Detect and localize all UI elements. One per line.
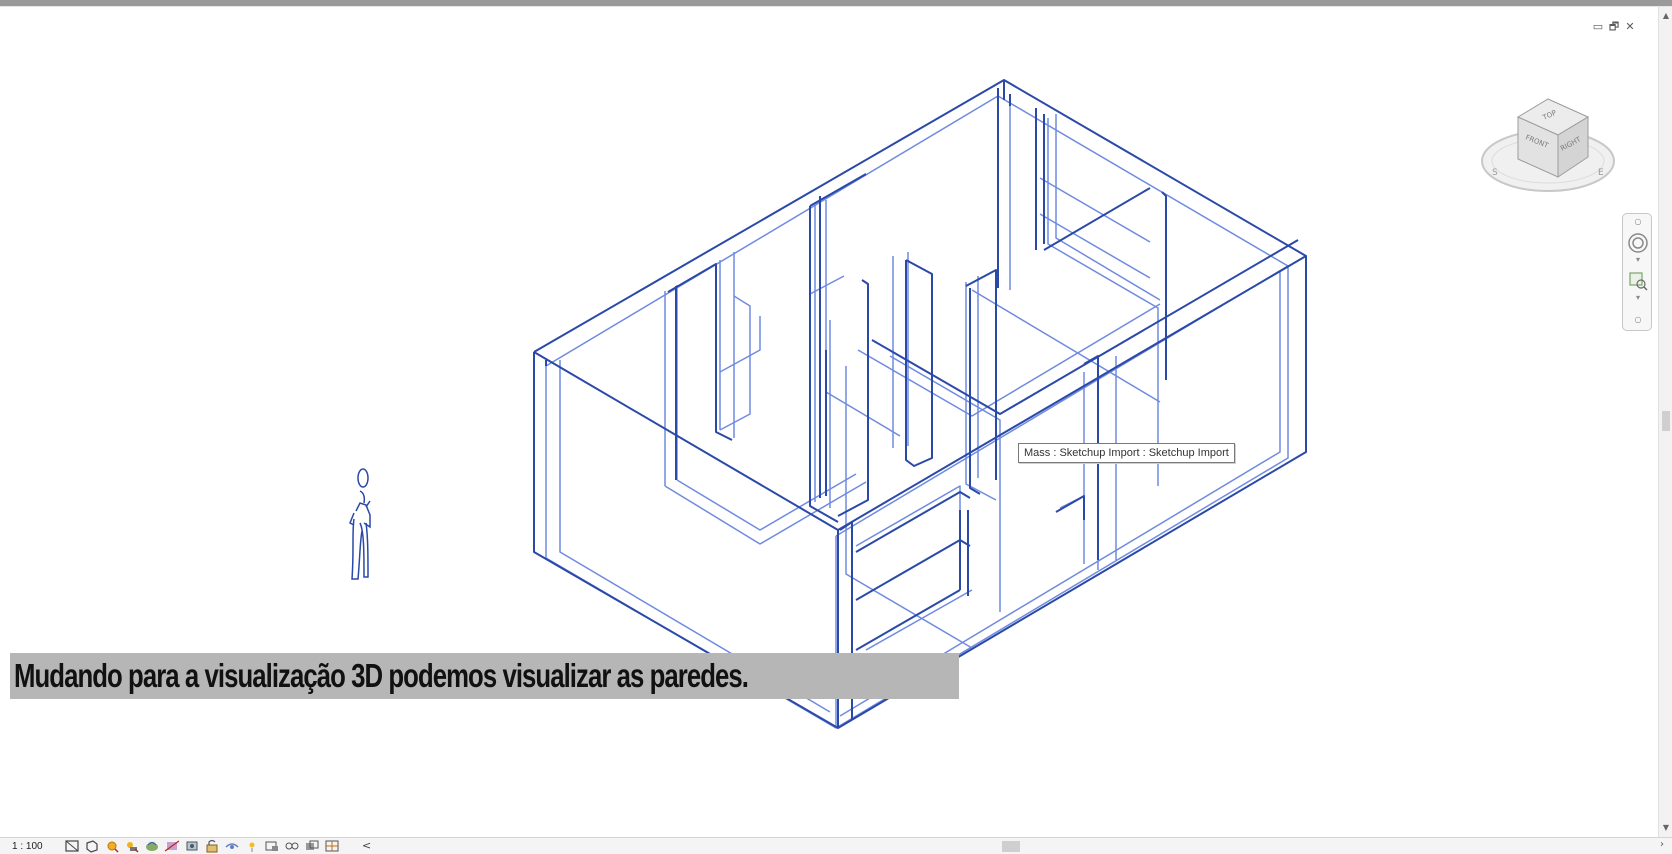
window-top-border-highlight — [0, 6, 1672, 7]
restore-view-button[interactable]: 🗗 — [1608, 20, 1620, 33]
horizontal-scroll-thumb[interactable] — [1002, 841, 1020, 852]
sun-path-icon[interactable] — [104, 839, 120, 853]
scroll-down-icon[interactable]: ▼ — [1662, 823, 1670, 832]
steering-wheel-dropdown-icon[interactable]: ▾ — [1635, 255, 1640, 264]
vertical-scroll-thumb[interactable] — [1662, 411, 1670, 431]
steering-wheel-icon[interactable] — [1627, 232, 1649, 254]
view-control-icons — [64, 839, 340, 853]
show-crop-region-icon[interactable] — [184, 839, 200, 853]
unlock-3d-view-icon[interactable] — [204, 839, 220, 853]
crop-view-icon[interactable] — [164, 839, 180, 853]
reveal-hidden-icon[interactable] — [244, 839, 260, 853]
zoom-dropdown-icon[interactable]: ▾ — [1635, 293, 1640, 302]
window-top-border — [0, 0, 1672, 6]
visual-style-icon[interactable] — [84, 839, 100, 853]
scroll-right-icon[interactable]: › — [1660, 839, 1664, 850]
minimize-view-button[interactable]: ▭ — [1592, 20, 1604, 33]
detail-level-icon[interactable] — [64, 839, 80, 853]
analytical-model-icon[interactable] — [284, 839, 300, 853]
rendering-icon[interactable] — [144, 839, 160, 853]
video-caption: Mudando para a visualização 3D podemos v… — [10, 653, 960, 699]
viewcube-icon[interactable]: TOP FRONT RIGHT S E — [1478, 91, 1618, 201]
navbar-close-icon[interactable]: ○ — [1634, 217, 1642, 226]
view-control-bar: 1 : 100 < › — [0, 837, 1672, 854]
shadows-icon[interactable] — [124, 839, 140, 853]
collapse-view-controls-icon[interactable]: < — [362, 839, 372, 852]
navigation-bar: ○ ▾ ▾ ○ — [1622, 213, 1652, 331]
element-tooltip: Mass : Sketchup Import : Sketchup Import — [1018, 443, 1235, 463]
3d-viewport[interactable]: ▭ 🗗 ✕ TOP FRONT RIGHT S E ○ ▾ — [0, 7, 1658, 837]
zoom-region-icon[interactable] — [1627, 270, 1649, 292]
caption-text: Mudando para a visualização 3D podemos v… — [14, 657, 749, 694]
human-scale-figure[interactable] — [330, 461, 390, 601]
vertical-scrollbar[interactable]: ▲ ▼ — [1658, 7, 1672, 837]
view-window-controls: ▭ 🗗 ✕ — [1592, 21, 1636, 33]
outer-wire-lines — [533, 79, 1307, 729]
temporary-hide-icon[interactable] — [224, 839, 240, 853]
wireframe-model[interactable] — [0, 7, 1658, 837]
inner-wire-lines — [545, 95, 1289, 729]
constraints-icon[interactable] — [324, 839, 340, 853]
svg-text:E: E — [1598, 168, 1604, 178]
temporary-view-properties-icon[interactable] — [264, 839, 280, 853]
svg-text:S: S — [1492, 168, 1498, 178]
navbar-options-icon[interactable]: ○ — [1634, 315, 1642, 324]
close-view-button[interactable]: ✕ — [1625, 20, 1635, 33]
scroll-up-icon[interactable]: ▲ — [1662, 11, 1670, 20]
highlight-displacement-icon[interactable] — [304, 839, 320, 853]
view-scale[interactable]: 1 : 100 — [12, 841, 43, 852]
